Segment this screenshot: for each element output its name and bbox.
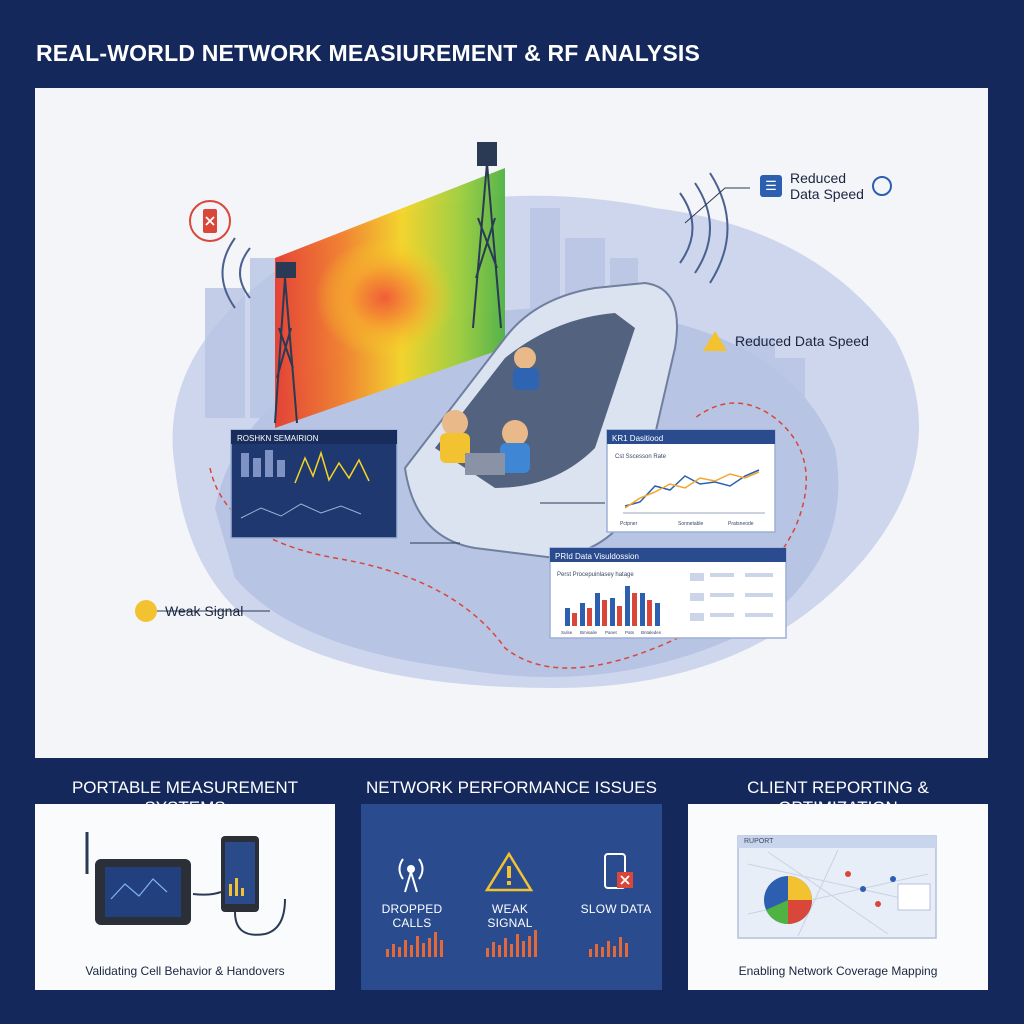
dataviz-axis-label-5: Bntaledes — [641, 630, 662, 635]
warning-icon — [703, 331, 727, 351]
portable-caption: Validating Cell Behavior & Handovers — [85, 964, 285, 978]
kpi-axis-label-3: Pratsneode — [728, 521, 754, 527]
callout-reduced-speed-top: ☰ Reduced Data Speed — [760, 170, 892, 202]
panel-title-issues: NETWORK PERFORMANCE ISSUES — [366, 778, 657, 797]
rf-analysis-screen — [230, 429, 398, 539]
callout-weak-label: Weak Signal — [165, 603, 244, 619]
panel-portable-measurement: Validating Cell Behavior & Handovers — [35, 804, 335, 990]
radio-waves-icon — [221, 172, 729, 309]
issue-slow-data: SLOW DATA — [580, 902, 652, 916]
cell-tower-right-icon — [472, 142, 502, 329]
callout-top-line-1: Reduced — [790, 170, 847, 186]
rf-screen-title: ROSHKN SEMAIRION — [237, 434, 319, 443]
speedometer-icon — [871, 176, 892, 196]
mini-bar-chart-dropped — [386, 932, 443, 957]
issue-dropped-calls: DROPPED CALLS — [381, 902, 443, 930]
callout-weak-signal: Weak Signal — [135, 600, 243, 622]
page-title: REAL-WORLD NETWORK MEASIUREMENT & RF ANA… — [36, 40, 701, 66]
warning-icon — [484, 851, 534, 892]
coverage-report-screen — [737, 835, 937, 939]
kpi-axis-label-2: Sonnetable — [678, 521, 704, 527]
drive-test-route — [209, 402, 807, 669]
hero-scene: ROSHKN SEMAIRION KR1 Dasitiood Cst Ssces… — [153, 142, 919, 688]
reporting-caption: Enabling Network Coverage Mapping — [738, 964, 938, 978]
dataviz-axis-label-1: Sulse — [561, 630, 573, 635]
cell-tower-left-icon — [274, 262, 298, 424]
dataviz-screen-title: PRId Data Visuldossion — [555, 552, 639, 561]
dataviz-axis-label-4: Pats — [625, 630, 635, 635]
hero-illustration: ROSHKN SEMAIRION KR1 Dasitiood Cst Ssces… — [35, 88, 988, 758]
mini-bar-chart-weak — [486, 930, 537, 957]
panel-client-reporting: RUPORT Enabling Network Coverage Mapping — [688, 804, 988, 990]
panel-network-issues: DROPPED CALLS WEAK SIGNAL SLOW DATA — [361, 804, 662, 990]
kpi-screen-subtitle: Cst Sscesson Rate — [615, 454, 667, 460]
signal-tower-icon — [398, 858, 424, 893]
report-title: RUPORT — [744, 838, 774, 845]
dataviz-axis-label-2: Bmisaile — [580, 630, 598, 635]
callout-top-line-2: Data Speed — [790, 186, 864, 202]
callout-mid-label: Reduced Data Speed — [735, 333, 869, 349]
weak-signal-icon — [135, 600, 157, 622]
callout-reduced-speed-mid: Reduced Data Speed — [703, 331, 869, 351]
issue-weak-signal: WEAK SIGNAL — [487, 902, 533, 930]
measurement-devices-icon — [85, 832, 286, 936]
mini-bar-chart-slow — [589, 937, 628, 957]
phone-error-icon — [189, 200, 231, 242]
kpi-screen-title: KR1 Dasitiood — [612, 434, 663, 443]
kpi-dashboard-screen — [606, 429, 776, 533]
phone-error-icon — [604, 853, 633, 889]
kpi-axis-label-1: Pctpner — [620, 521, 638, 527]
dataviz-axis-label-3: Panet — [605, 630, 618, 635]
dataviz-screen-subtitle: Perst Procepuinlasey hatage — [557, 572, 634, 578]
wifi-icon: ☰ — [760, 175, 782, 197]
data-visualization-screen — [549, 547, 787, 639]
